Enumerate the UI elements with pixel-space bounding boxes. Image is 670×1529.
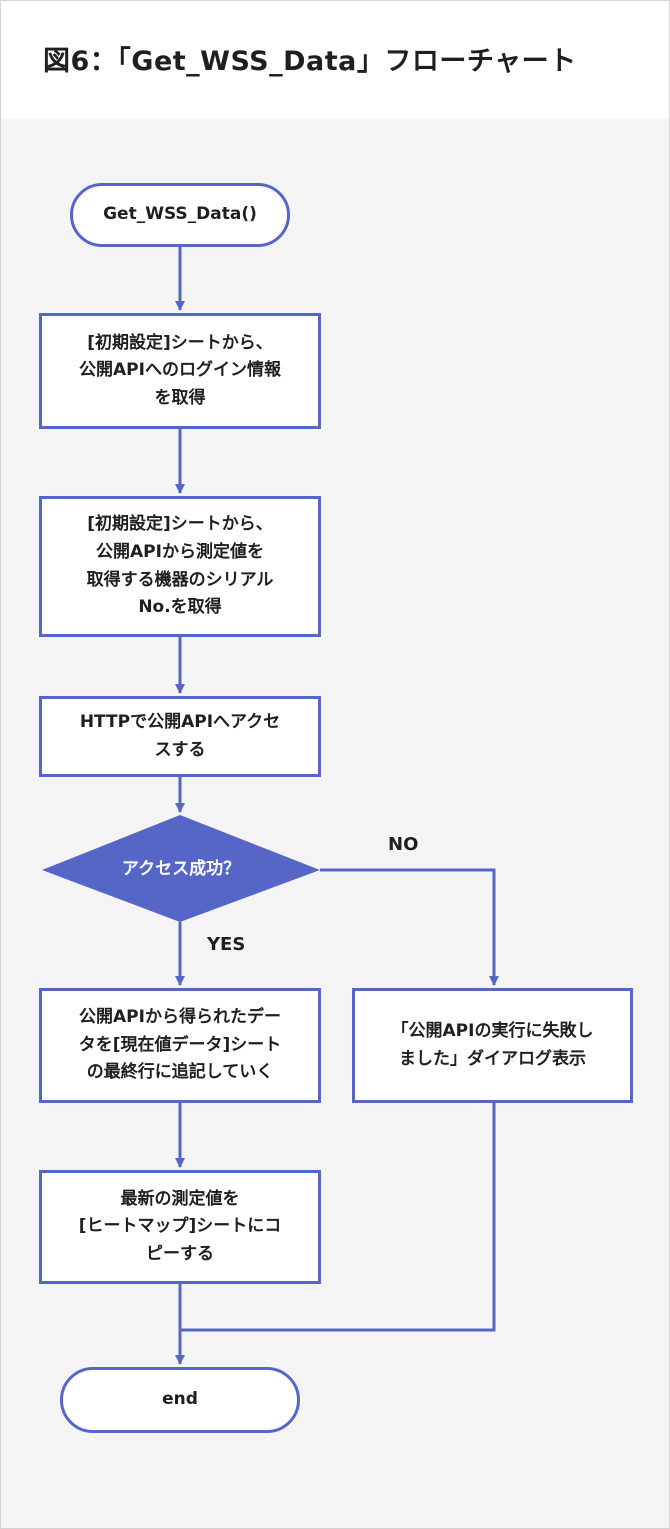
edge-decision-error bbox=[320, 868, 499, 986]
step2-line: No.を取得 bbox=[138, 597, 222, 618]
step2-line: 公開APIから測定値を bbox=[96, 541, 264, 562]
decision-text: アクセス成功？ bbox=[121, 859, 241, 880]
header: 図6：「Get_WSS_Data」フローチャート bbox=[1, 1, 669, 119]
decision-diamond bbox=[42, 815, 320, 922]
step-get-serial-no: [初期設定]シートから、 公開APIから測定値を 取得する機器のシリアル No.… bbox=[39, 496, 321, 637]
step5-line: ピーする bbox=[145, 1243, 214, 1264]
end-label: end bbox=[162, 1389, 198, 1410]
start-terminal: Get_WSS_Data() bbox=[70, 183, 290, 247]
step-append-data: 公開APIから得られたデー タを[現在値データ]シート の最終行に追記していく bbox=[39, 988, 321, 1103]
step3-line: HTTPで公開APIへアクセ bbox=[79, 711, 281, 732]
step4-line: 公開APIから得られたデー bbox=[79, 1007, 281, 1028]
step1-line: を取得 bbox=[154, 387, 206, 408]
step4-line: の最終行に追記していく bbox=[86, 1062, 274, 1083]
step2-line: [初期設定]シートから、 bbox=[87, 514, 273, 535]
step5-line: [ヒートマップ]シートにコ bbox=[78, 1216, 282, 1237]
branch-no-label: NO bbox=[388, 834, 419, 855]
step-copy-heatmap: 最新の測定値を [ヒートマップ]シートにコ ピーする bbox=[39, 1170, 321, 1284]
end-terminal: end bbox=[60, 1367, 300, 1433]
branch-yes-label: YES bbox=[207, 934, 246, 955]
error-line: 「公開APIの実行に失敗し bbox=[391, 1020, 594, 1041]
step-http-access: HTTPで公開APIへアクセ スする bbox=[39, 696, 321, 777]
diagram-title: 図6：「Get_WSS_Data」フローチャート bbox=[43, 46, 577, 77]
step1-line: [初期設定]シートから、 bbox=[87, 332, 273, 353]
decision-label: アクセス成功？ bbox=[42, 845, 320, 895]
step1-line: 公開APIへのログイン情報 bbox=[79, 360, 281, 381]
error-line: ました」ダイアログ表示 bbox=[398, 1048, 586, 1069]
step-get-login-info: [初期設定]シートから、 公開APIへのログイン情報 を取得 bbox=[39, 313, 321, 429]
step2-line: 取得する機器のシリアル bbox=[86, 569, 274, 590]
step-error-dialog: 「公開APIの実行に失敗し ました」ダイアログ表示 bbox=[352, 988, 633, 1103]
start-label: Get_WSS_Data() bbox=[103, 204, 257, 225]
step4-line: タを[現在値データ]シート bbox=[78, 1034, 282, 1055]
edge-error-merge bbox=[180, 1102, 496, 1332]
step3-line: スする bbox=[154, 739, 206, 760]
step5-line: 最新の測定値を bbox=[120, 1188, 240, 1209]
